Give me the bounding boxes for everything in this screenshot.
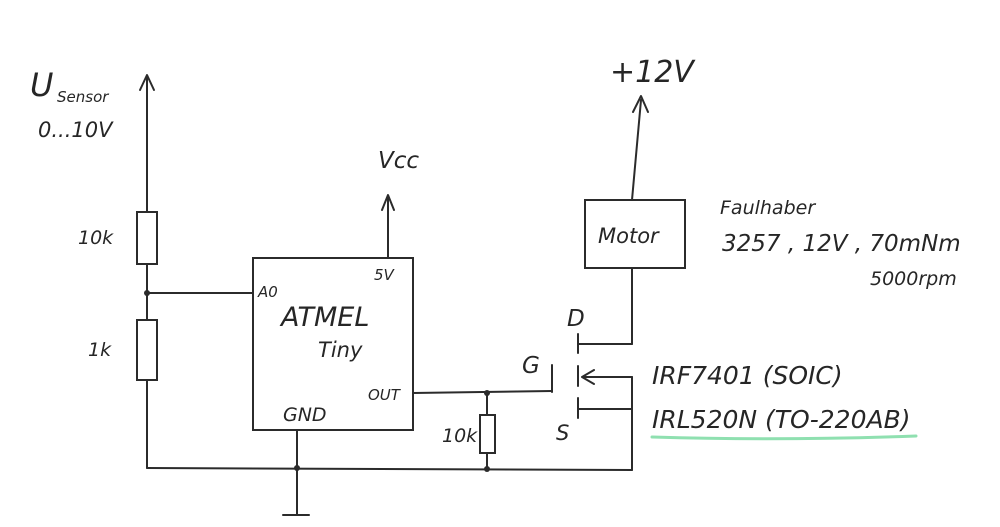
sensor-label-main: U [30,66,53,104]
highlight-underline [650,434,918,441]
out-wire [412,390,553,394]
supply-label: +12V [610,55,696,90]
resistor-pulldown-label: 10k [442,425,478,447]
sensor-range-label: 0...10V [38,118,114,142]
resistor-top-label: 10k [78,227,114,249]
mosfet-part-1: IRF7401 (SOIC) [652,361,843,390]
mosfet-drain-label: D [567,306,585,332]
mcu-pin-5v: 5V [374,266,396,284]
mcu-name: ATMEL [279,302,369,333]
mcu-pin-gnd: GND [283,404,327,426]
mosfet-arrow-icon [581,369,595,385]
motor-box-label: Motor [598,224,660,248]
motor-spec: 3257 , 12V , 70mNm [722,231,961,257]
resistor-top [136,211,158,265]
mcu-pin-a0: A0 [257,283,278,301]
mosfet-part-2: IRL520N (TO-220AB) [652,405,910,434]
mcu-subname: Tiny [318,338,363,362]
ground-rail [146,467,633,471]
supply-arrow-icon [632,95,649,113]
mcu-pin-out: OUT [368,386,402,404]
motor-rpm: 5000rpm [870,268,957,290]
vcc-label: Vcc [378,148,419,174]
vcc-arrow-icon [381,194,395,211]
sensor-arrow-icon [139,74,155,91]
mosfet-source-label: S [556,421,569,445]
junction-pulldown-ground [484,466,490,472]
resistor-pulldown [479,414,496,454]
motor-maker: Faulhaber [720,197,816,219]
mcu-box [252,257,414,431]
resistor-bottom-label: 1k [88,339,112,361]
motor-box [584,199,686,269]
junction-divider [144,290,150,296]
resistor-bottom [136,319,158,381]
supply-wire [631,99,642,201]
sensor-label-sub: Sensor [57,88,109,106]
mosfet-gate-label: G [522,353,540,379]
